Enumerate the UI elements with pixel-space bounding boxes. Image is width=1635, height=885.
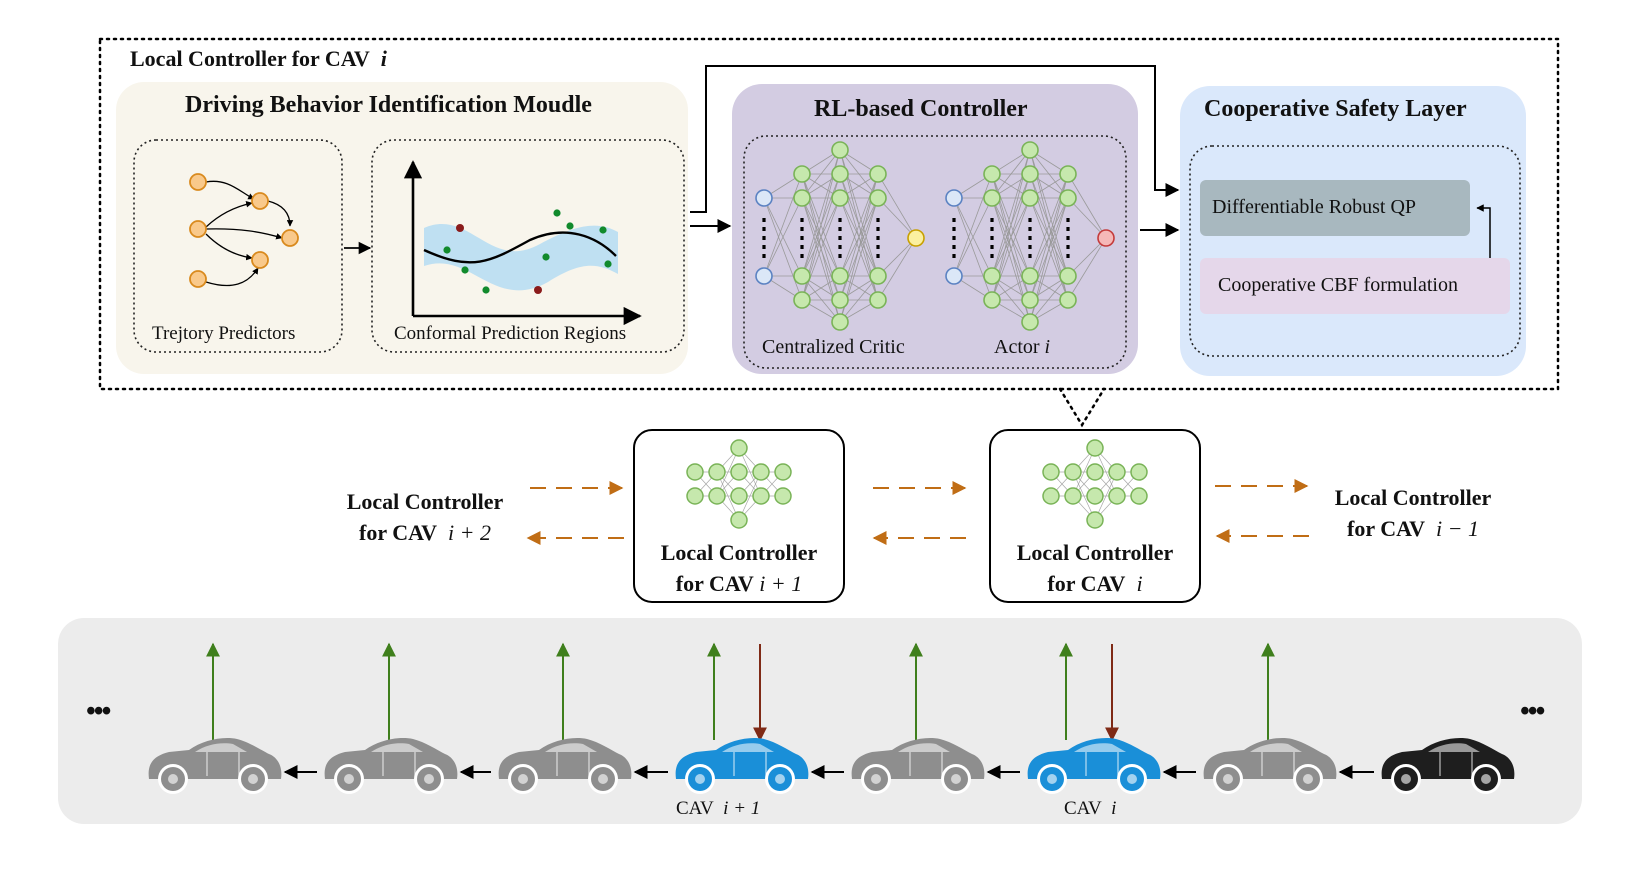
- regions-box: [371, 139, 685, 353]
- dbim-title: Driving Behavior Identification Moudle: [185, 92, 592, 118]
- ellipsis-right: •••: [1520, 696, 1545, 727]
- outer-title: Local Controller for CAV i: [130, 46, 387, 71]
- rl-inner-box: [743, 135, 1127, 369]
- neural-network-icon: [686, 439, 792, 529]
- predictors-box: [133, 139, 343, 353]
- car-icon: [675, 738, 809, 794]
- car-icon: [1203, 738, 1337, 794]
- side-label-right: Local Controller for CAV i − 1: [1334, 485, 1492, 541]
- cbf-label: Cooperative CBF formulation: [1218, 274, 1458, 296]
- dbim-panel: [116, 82, 688, 374]
- rl-panel: [732, 84, 1138, 374]
- communication-arrows: [526, 479, 1309, 545]
- neural-network-icon: [1042, 439, 1148, 529]
- regions-label: Conformal Prediction Regions: [394, 323, 627, 344]
- car-icon: [1027, 738, 1161, 794]
- vehicle-platoon: [148, 738, 1515, 794]
- predictors-label: Trejtory Predictors: [152, 323, 296, 344]
- cbf-box: [1200, 258, 1510, 314]
- controller-label-i: Local Controller for CAV i: [1016, 540, 1174, 596]
- actor-label: Actor i: [994, 336, 1051, 358]
- cav-label-i: CAV i: [1064, 798, 1117, 819]
- controller-label-i-plus-1: Local Controller for CAV i + 1: [660, 540, 818, 596]
- side-label-left: Local Controller for CAV i + 2: [346, 489, 504, 545]
- car-icon: [324, 738, 458, 794]
- car-icon: [851, 738, 985, 794]
- car-icon: [1381, 738, 1515, 794]
- directed-graph-icon: [189, 173, 299, 288]
- critic-network-icon: [755, 141, 925, 331]
- prediction-plot-icon: [403, 160, 642, 326]
- local-controller-frame: [98, 37, 1560, 391]
- ellipsis-left: •••: [86, 696, 111, 727]
- critic-label: Centralized Critic: [762, 336, 905, 358]
- csl-title: Cooperative Safety Layer: [1204, 96, 1467, 122]
- qp-box: [1200, 180, 1470, 236]
- road-arrows: [206, 642, 1374, 779]
- car-icon: [148, 738, 282, 794]
- zoom-connector: [1058, 387, 1106, 428]
- road-panel: [58, 618, 1582, 824]
- cav-label-i-plus-1: CAV i + 1: [676, 798, 761, 819]
- car-icon: [498, 738, 632, 794]
- rl-title: RL-based Controller: [814, 96, 1028, 122]
- actor-network-icon: [945, 141, 1115, 331]
- qp-label: Differentiable Robust QP: [1212, 196, 1417, 218]
